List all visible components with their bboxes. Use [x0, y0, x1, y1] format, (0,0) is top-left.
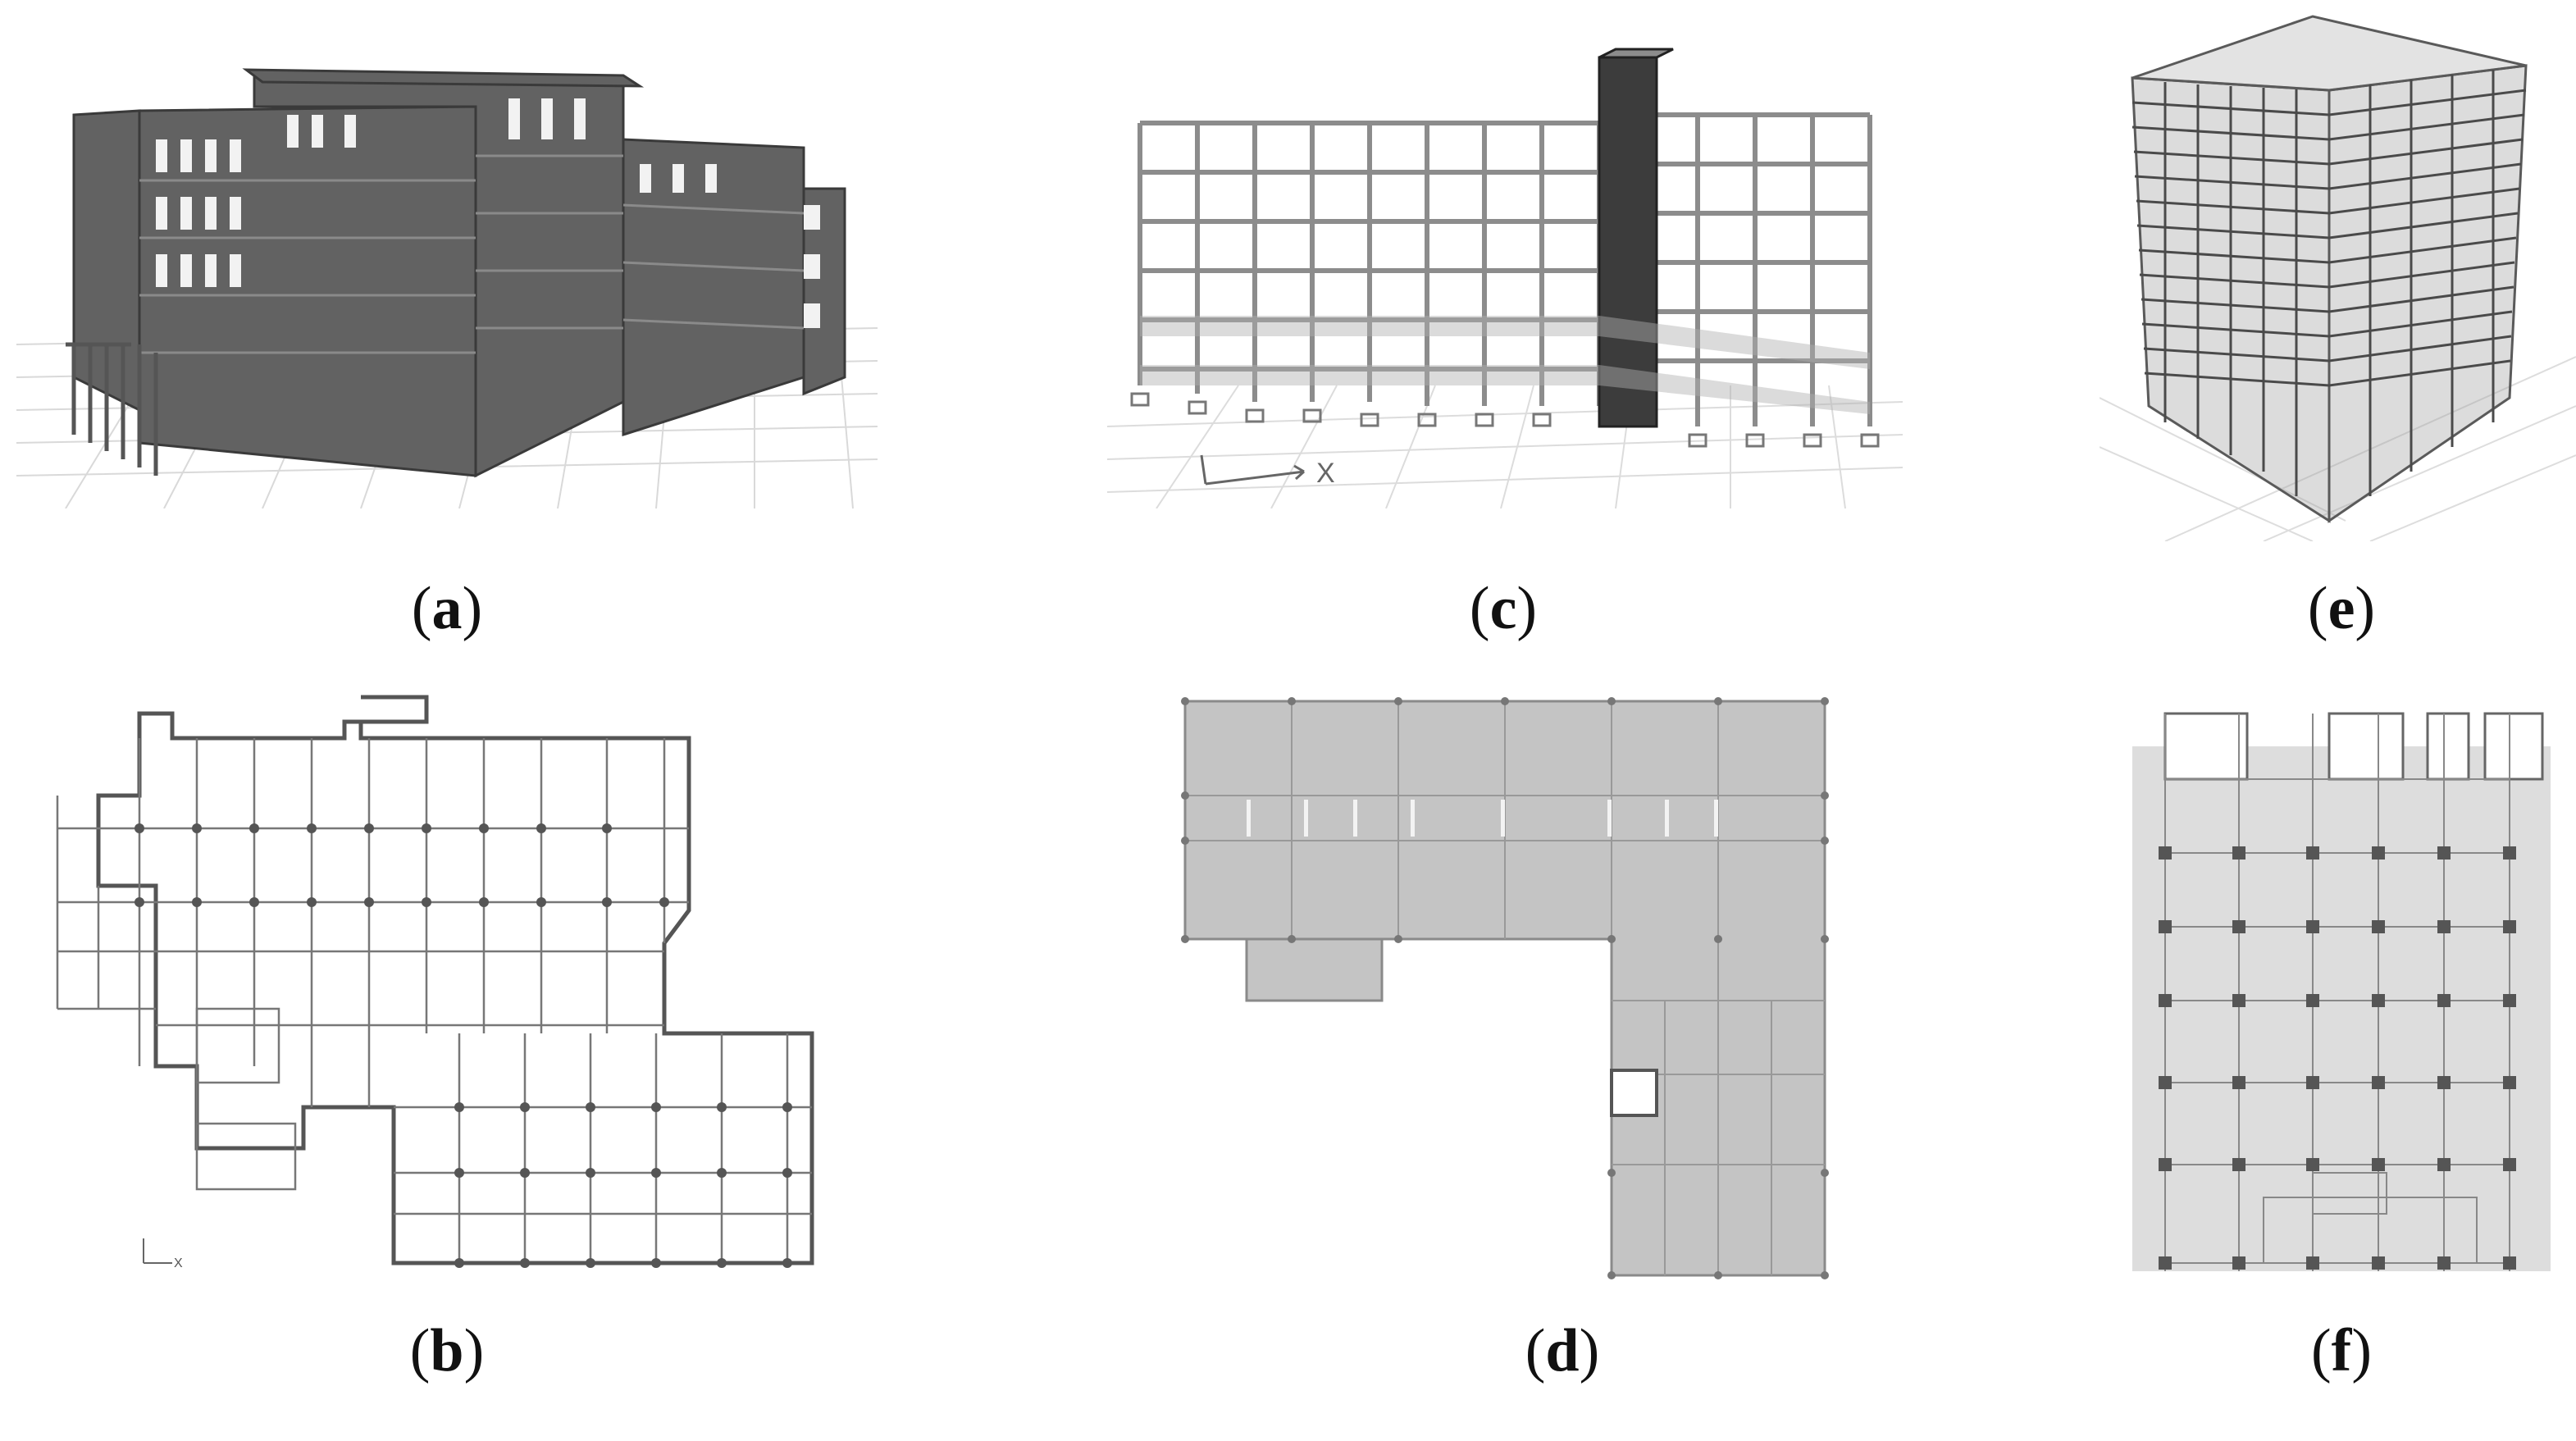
slab-area — [2132, 746, 2551, 1271]
core-shaft — [1598, 48, 1674, 428]
grid-lines — [2164, 714, 2510, 1271]
axis-label-x: X — [174, 1256, 183, 1270]
caption-c-letter: c — [1489, 575, 1517, 642]
stair-opening — [1610, 1069, 1658, 1117]
grid-lines — [56, 738, 812, 1263]
column-footings — [1130, 392, 1880, 448]
caption-d: (d) — [1525, 1317, 1600, 1384]
panel-b-floor-plan: X — [49, 681, 837, 1288]
panel-f-column-grid-plan — [2124, 705, 2559, 1279]
window-openings — [156, 98, 820, 328]
caption-f: (f) — [2311, 1317, 2372, 1384]
caption-a-letter: a — [431, 575, 463, 642]
panel-c-3d-frame: X — [1107, 41, 1903, 508]
caption-d-letter: d — [1545, 1317, 1580, 1384]
ground-grid — [1107, 385, 1903, 508]
grid-nodes — [1181, 697, 1829, 1279]
panel-c-drawing: X — [1107, 48, 1903, 508]
panel-a-drawing — [16, 68, 878, 508]
panel-b-drawing: X — [56, 695, 814, 1270]
panel-d-drawing — [1181, 697, 1829, 1279]
panel-e-drawing — [2100, 15, 2576, 541]
panel-f-drawing — [2132, 712, 2551, 1271]
caption-b: (b) — [409, 1317, 485, 1384]
caption-e-letter: e — [2328, 575, 2355, 642]
plan-outline — [96, 695, 814, 1265]
slab-bands — [1140, 316, 1870, 414]
floor-plates — [2131, 70, 2527, 496]
panel-d-slab-plan — [1173, 689, 1837, 1296]
podium-columns — [66, 342, 158, 476]
frame-members — [1138, 112, 1872, 426]
building-mass — [72, 68, 846, 478]
columns — [2159, 846, 2516, 1270]
corridor-openings — [1247, 800, 1718, 837]
caption-e: (e) — [2307, 575, 2376, 642]
axis-indicator — [1200, 454, 1306, 486]
axis-label-x: X — [1316, 458, 1335, 489]
top-bay-openings — [2163, 712, 2544, 781]
caption-a: (a) — [411, 575, 483, 642]
caption-b-letter: b — [430, 1317, 464, 1384]
axis-indicator — [143, 1238, 172, 1264]
grid-nodes — [134, 823, 792, 1268]
floor-lines — [139, 154, 805, 354]
caption-c: (c) — [1469, 575, 1538, 642]
panel-a-3d-model — [16, 49, 878, 508]
caption-f-letter: f — [2331, 1317, 2352, 1384]
panel-e-highrise — [2100, 12, 2576, 541]
